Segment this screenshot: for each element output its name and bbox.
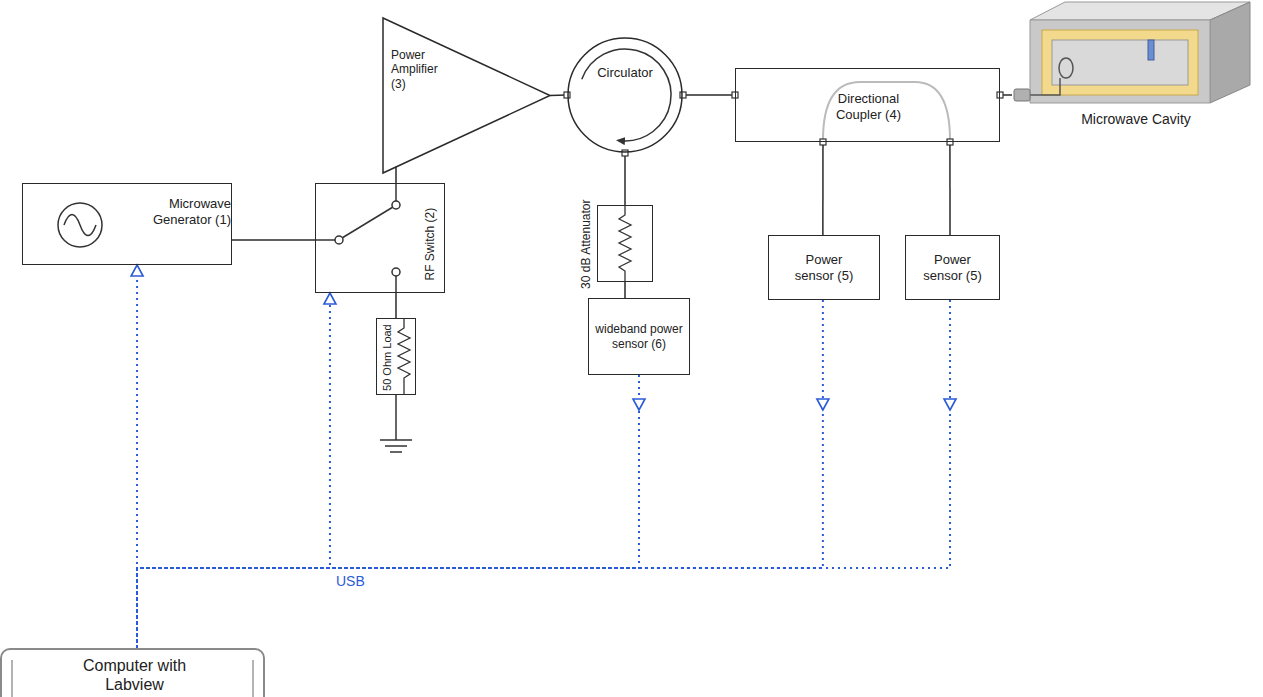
usb-line	[137, 293, 330, 648]
cable-line	[395, 293, 397, 318]
usb-connector	[137, 375, 645, 648]
rf-cable	[822, 142, 823, 235]
coupler-box: Directional Coupler (4)	[735, 68, 1000, 142]
node-label: Circulator	[585, 65, 665, 81]
usb-connector	[137, 293, 336, 648]
rf-cable	[625, 153, 626, 205]
cable-line	[624, 153, 626, 205]
rf-cable	[395, 167, 396, 183]
arrow-head	[131, 265, 143, 276]
usb-connector	[137, 300, 829, 648]
laptop-computer: Computer with Labview	[0, 648, 265, 697]
node-label: 50 Ohm Load	[380, 324, 393, 391]
cable-line	[232, 239, 315, 241]
power-sensor-box: Power sensor (5)	[768, 235, 880, 300]
circulation-arrow	[582, 49, 671, 141]
node-label: wideband power sensor (6)	[590, 322, 688, 351]
switch-symbol	[315, 183, 400, 293]
wideband-sensor-box: wideband power sensor (6)	[588, 298, 690, 375]
load-resistor-box: 50 Ohm Load	[376, 318, 416, 395]
rf-cable	[625, 282, 626, 298]
node-label: 30 dB Attenuator	[578, 199, 592, 288]
usb-line	[137, 300, 950, 648]
cable-line	[395, 167, 397, 183]
cavity-illustration	[1014, 2, 1250, 103]
usb-line	[136, 265, 138, 648]
cable-line	[822, 142, 824, 235]
cable-line	[624, 282, 626, 298]
power-sensor-box: Power sensor (5)	[905, 235, 1000, 300]
amplifier-triangle: Power Amplifier (3)	[383, 18, 550, 173]
port-square	[564, 92, 1003, 156]
bus-label: USB	[336, 573, 365, 590]
node-label: Microwave Cavity	[1032, 111, 1240, 128]
ground-symbol	[380, 395, 412, 452]
arrow-head	[817, 399, 829, 410]
resistor-symbol	[398, 318, 410, 395]
node-label: Microwave Generator (1)	[136, 196, 231, 227]
arrow-head	[324, 293, 336, 304]
cable-line	[683, 94, 735, 96]
sine-source-symbol	[58, 203, 102, 247]
rf-cable	[949, 142, 950, 235]
circulator-circle: Circulator	[567, 37, 683, 153]
usb-line	[137, 300, 823, 648]
microwave-cavity: Microwave Cavity	[1012, 0, 1260, 135]
generator-box: Microwave Generator (1)	[22, 183, 232, 265]
arrow-head	[944, 399, 956, 410]
attenuator-box: 30 dB Attenuator	[597, 205, 653, 282]
cable-line	[949, 142, 951, 235]
node-label: Power Amplifier (3)	[391, 48, 453, 91]
arrow-head	[633, 399, 645, 410]
node-label: RF Switch (2)	[423, 208, 437, 281]
usb-connector	[137, 300, 956, 648]
usb-line	[137, 375, 639, 648]
rf-cable	[232, 239, 315, 240]
rf-switch-box: RF Switch (2)	[315, 183, 445, 293]
node-label: Directional Coupler (4)	[826, 91, 911, 122]
node-label: Power sensor (5)	[794, 252, 854, 283]
rf-cable	[395, 293, 396, 318]
coupled-line	[823, 82, 950, 140]
node-label: Computer with Labview	[62, 656, 207, 694]
usb-connector	[131, 265, 143, 648]
resistor-symbol	[619, 205, 631, 282]
circulator-outline	[567, 37, 683, 153]
node-label: Power sensor (5)	[923, 252, 983, 283]
rf-cable	[683, 95, 735, 96]
amplifier-outline	[383, 18, 550, 173]
